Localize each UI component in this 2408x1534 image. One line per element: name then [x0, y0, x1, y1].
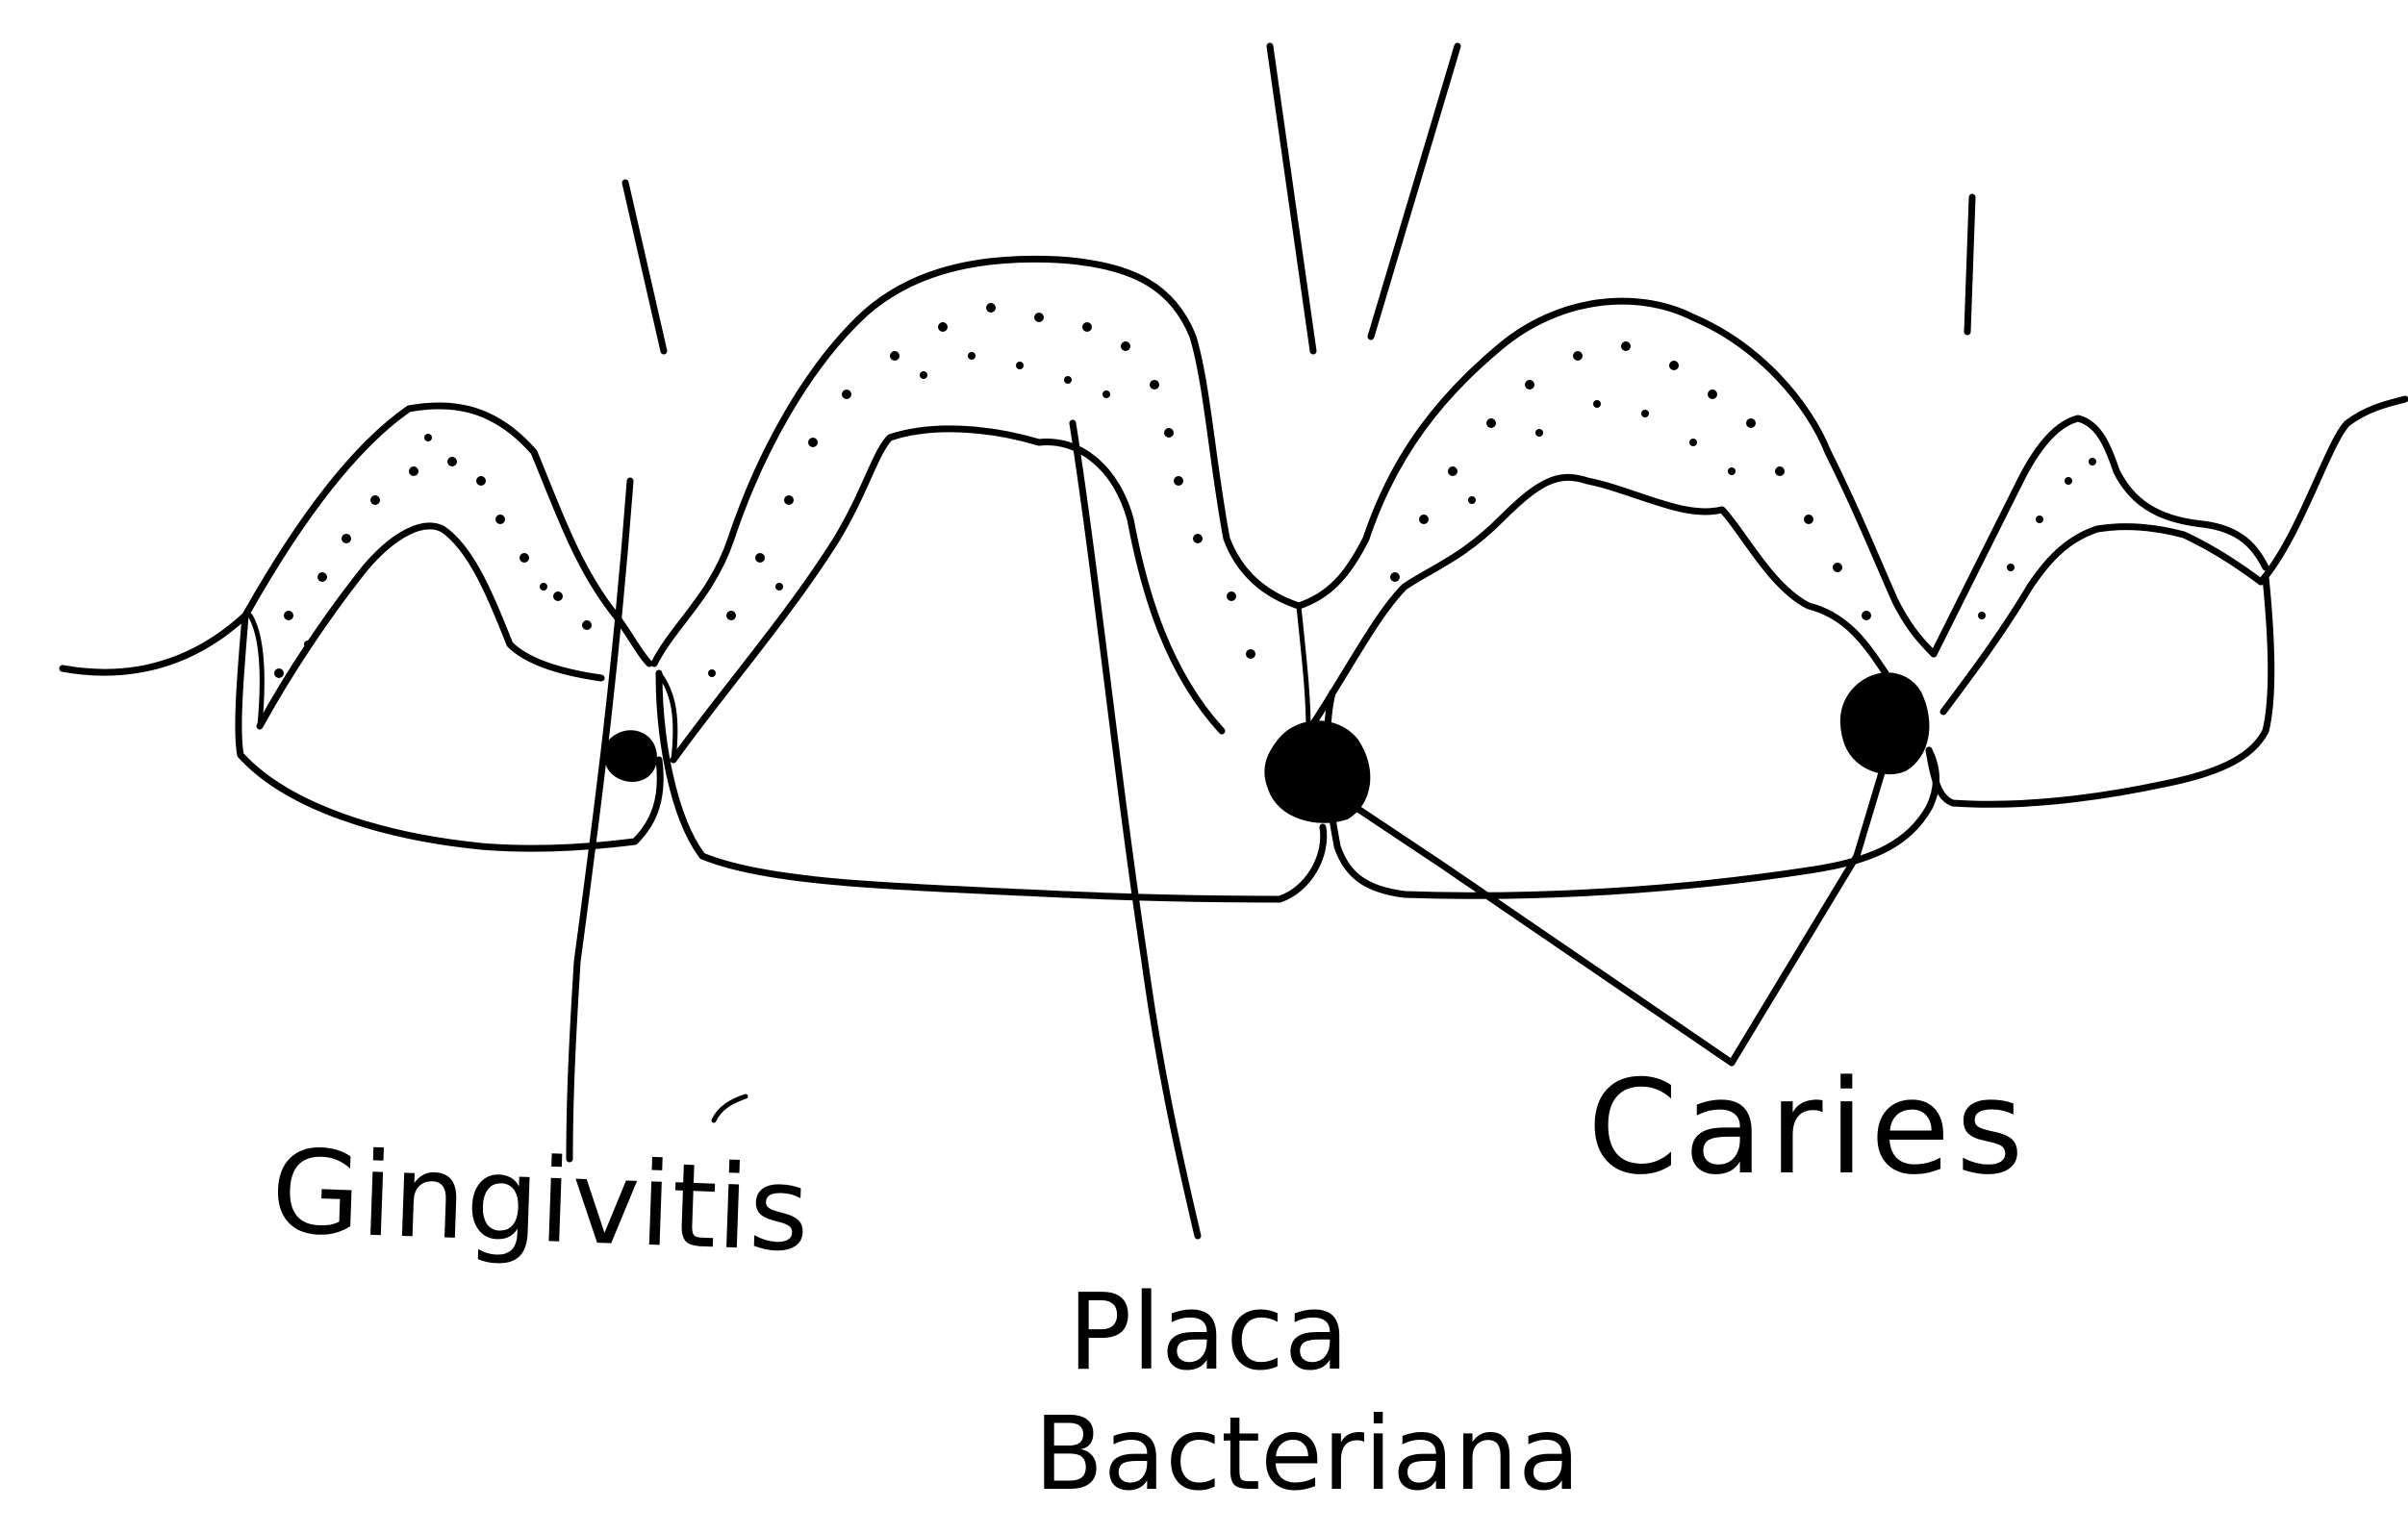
gum-line-right	[2261, 399, 2405, 582]
tooth-4-inner	[1943, 527, 2261, 712]
label-gingivitis: Gingivitis	[269, 1135, 811, 1269]
pointer-gingivitis	[570, 481, 630, 1159]
tooth-1	[239, 406, 660, 848]
tooth-2-outer-gum	[654, 259, 1299, 664]
pointer-caries-left	[1342, 798, 1732, 1063]
lesion-gingivitis	[606, 732, 655, 780]
stray-mark	[714, 1096, 746, 1120]
label-bacteriana: Bacteriana	[1034, 1404, 1580, 1505]
gap-ray-1	[625, 183, 664, 351]
pointer-caries-right	[1732, 760, 1886, 1063]
gap-ray-4	[1967, 197, 1972, 332]
gap-ray-2	[1270, 46, 1313, 351]
tooth-1-gum-edge	[250, 616, 262, 726]
tooth-4	[1929, 418, 2271, 804]
tooth-4-crown	[1929, 577, 2271, 804]
tooth-2-crown	[659, 673, 1324, 899]
tooth-3-inner	[1308, 477, 1886, 731]
label-placa: Placa	[1068, 1279, 1349, 1385]
gum-line-left	[63, 616, 245, 672]
label-caries: Caries	[1587, 1063, 2029, 1193]
gap-ray-3	[1371, 46, 1457, 337]
tooth-3-side	[1299, 606, 1308, 731]
tooth-3	[1299, 301, 1937, 895]
tooth-1-inner	[260, 526, 601, 726]
tooth-2	[654, 259, 1324, 899]
